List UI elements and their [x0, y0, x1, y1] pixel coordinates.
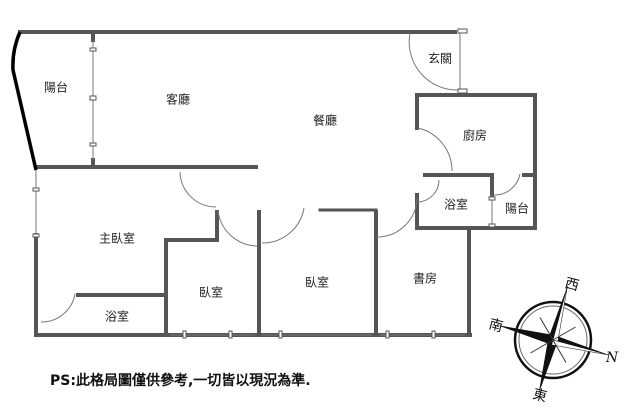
curved-balcony-wall — [11, 31, 38, 171]
window-markers — [32, 28, 496, 339]
room-label-balcony-west: 陽台 — [43, 80, 69, 95]
room-label-study: 書房 — [412, 271, 438, 286]
room-label-entrance: 玄關 — [427, 51, 453, 66]
room-label-living-room: 客廳 — [165, 92, 191, 107]
room-label-bathroom-east: 浴室 — [443, 197, 469, 212]
room-label-balcony-east: 陽台 — [504, 201, 530, 216]
windows-and-doors — [35, 32, 521, 336]
room-label-dining-room: 餐廳 — [312, 113, 338, 128]
walls — [18, 30, 537, 337]
compass-rose-icon — [496, 285, 610, 395]
room-label-bedroom-2: 臥室 — [304, 275, 330, 290]
compass-north-label: N — [605, 350, 619, 366]
room-label-master-bedroom: 主臥室 — [98, 231, 136, 246]
room-label-kitchen: 廚房 — [462, 128, 488, 143]
room-label-bathroom-master: 浴室 — [104, 309, 130, 324]
room-label-bedroom-1: 臥室 — [198, 285, 224, 300]
disclaimer-note: PS:此格局圖僅供參考,一切皆以現況為準. — [50, 373, 311, 389]
